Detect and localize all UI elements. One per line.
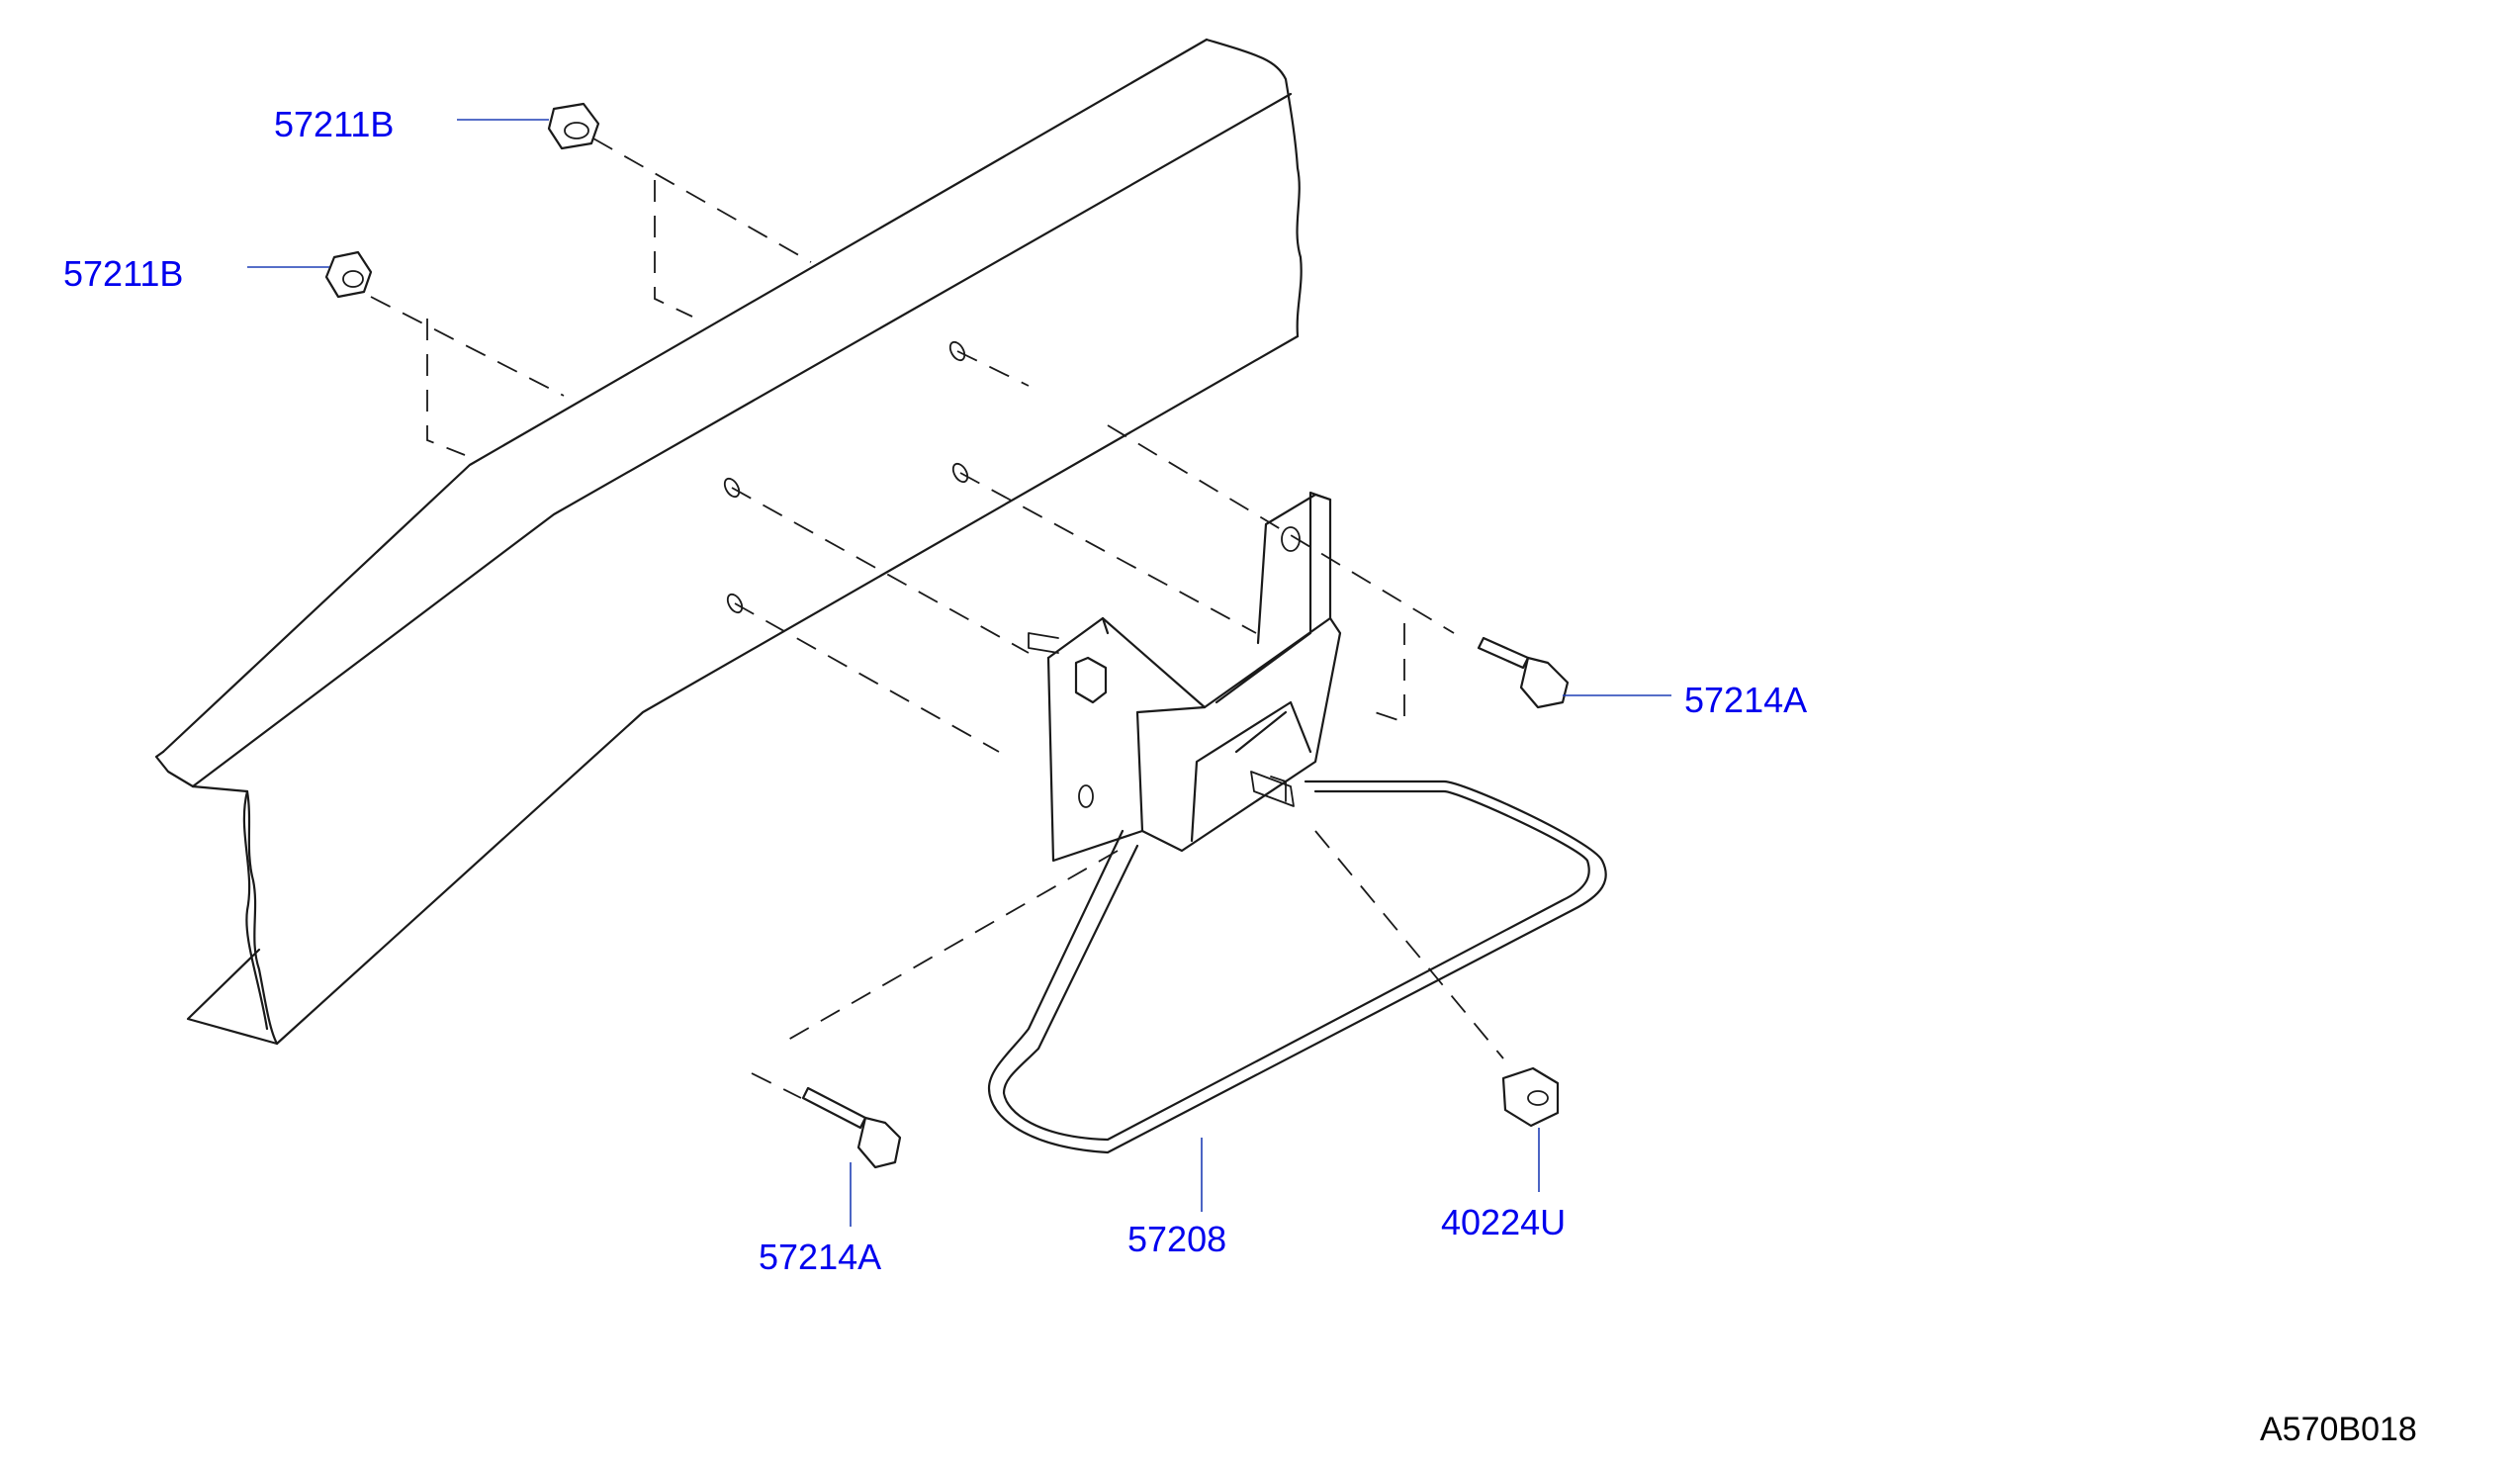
lock-nut-shape — [1501, 1066, 1560, 1128]
bolt-lower-shape — [801, 1086, 902, 1169]
spare-tire-carrier — [987, 780, 1607, 1154]
bolt-right-shape — [1477, 636, 1570, 709]
assembly-lines — [370, 138, 1504, 1099]
callout-nut-upper-1: 57211B — [274, 104, 395, 144]
mounting-bracket — [1028, 491, 1342, 863]
callout-bolt-right: 57214A — [1684, 680, 1808, 720]
drawing-code: A570B018 — [2260, 1411, 2417, 1448]
frame-rail — [154, 38, 1303, 1046]
callout-nut-upper-2: 57211B — [63, 253, 184, 294]
callout-bolt-lower: 57214A — [759, 1237, 882, 1277]
nut-upper-1 — [547, 102, 600, 150]
callout-lock-nut: 40224U — [1441, 1202, 1567, 1242]
leader-lines — [247, 119, 1671, 1227]
nut-upper-2 — [324, 250, 373, 299]
callout-spare-tire-bracket: 57208 — [1127, 1219, 1227, 1259]
